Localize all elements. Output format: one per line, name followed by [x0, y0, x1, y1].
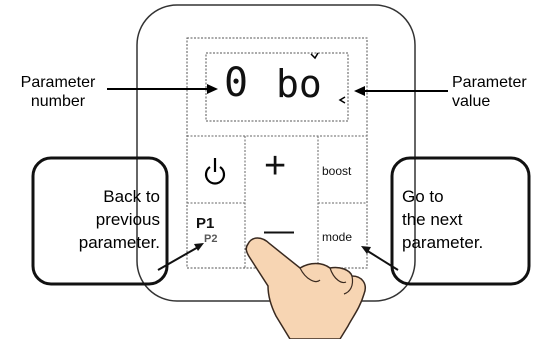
arrow-parameter-number [107, 84, 218, 94]
label-parameter-number-line1: Parameter [20, 74, 96, 91]
callout-next-line3: parameter. [402, 233, 484, 252]
callout-next-text: Go to the next parameter. [402, 185, 526, 254]
p2-button-label[interactable]: P2 [204, 233, 218, 245]
label-parameter-number: Parameter number [8, 73, 108, 111]
label-parameter-value-line2: value [452, 93, 491, 110]
display-window [205, 52, 349, 122]
p1-button-label[interactable]: P1 [196, 215, 215, 232]
callout-box-next [390, 156, 531, 286]
keypad-panel [186, 37, 368, 269]
callout-box-back [31, 156, 169, 286]
callout-back-line3: parameter. [78, 233, 160, 252]
plus-button[interactable]: + [264, 145, 287, 187]
minus-button[interactable]: — [264, 214, 294, 247]
display-digit: 0 [224, 60, 249, 106]
callout-next-line2: the next [402, 210, 463, 229]
label-parameter-value: Parameter value [452, 73, 527, 111]
display-indicator-icon [310, 52, 346, 104]
label-parameter-value-line1: Parameter [452, 74, 527, 91]
mode-button[interactable]: mode [322, 230, 353, 244]
button-grid [187, 135, 367, 268]
pointing-hand-icon [245, 237, 366, 339]
display-value: bo [276, 62, 322, 106]
callout-back-line1: Back to [103, 187, 160, 206]
callout-back-line2: previous [95, 210, 160, 229]
label-parameter-number-line2: number [30, 93, 86, 110]
callout-pointer-back [157, 243, 204, 271]
power-icon[interactable] [204, 158, 226, 185]
callout-next-line1: Go to [402, 187, 444, 206]
callout-back-text: Back to previous parameter. [36, 185, 160, 254]
callout-pointer-next [361, 246, 399, 271]
arrow-parameter-value [354, 86, 448, 96]
boost-button[interactable]: boost [322, 164, 352, 178]
